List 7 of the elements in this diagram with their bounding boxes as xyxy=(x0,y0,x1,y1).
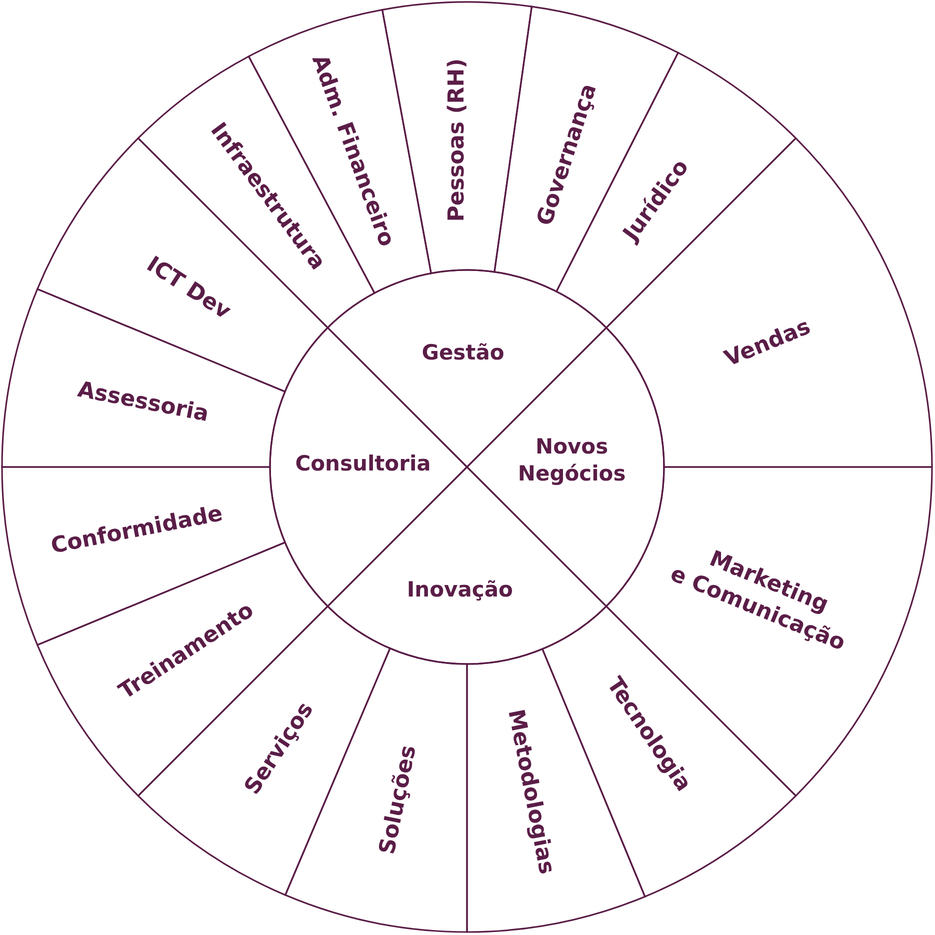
segment-label: Soluções xyxy=(374,743,423,858)
quadrant-label: Consultoria xyxy=(295,450,431,478)
segment-label: ICT Dev xyxy=(140,252,235,327)
quadrant-label: Novos Negócios xyxy=(518,434,626,488)
quadrant-label: Gestão xyxy=(422,339,504,366)
quadrant-label: Inovação xyxy=(406,576,513,604)
segment-label: Pessoas (RH) xyxy=(444,58,472,222)
